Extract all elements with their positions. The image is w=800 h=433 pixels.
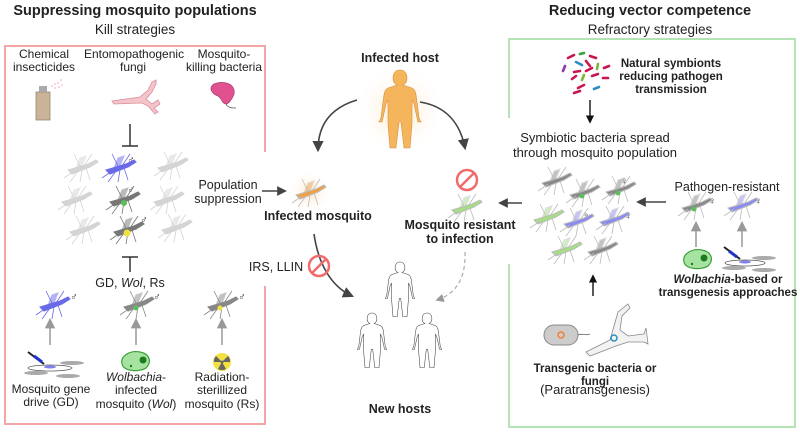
kill-method-fungi-label: Entomopathogenic fungi (84, 47, 185, 75)
mosquito-population-grid (57, 151, 193, 245)
released-mosquitoes (35, 290, 239, 320)
label-line: suppression (194, 192, 262, 206)
left-panel-subtitle: Kill strategies (94, 22, 176, 37)
label-line: transgenesis approaches (658, 286, 798, 299)
label-line: insecticides (12, 60, 76, 75)
kill-method-bacteria-label: Mosquito- killing bacteria (184, 47, 264, 75)
left-border-gap (258, 152, 272, 286)
release-gene-drive-label: Mosquito gene drive (GD) (6, 382, 96, 410)
transgenic-bacterium-icon (543, 324, 591, 346)
right-border-gap (504, 118, 516, 264)
inhibitor-label: GD, Wol, Rs (80, 276, 180, 290)
right-panel-title: Reducing vector competence (548, 3, 752, 19)
label-italic: Wol (151, 396, 173, 411)
label-italic: Wolbachia (673, 274, 731, 286)
kill-method-chemical-label: Chemical insecticides (6, 47, 82, 75)
label-part: -based or (730, 274, 783, 286)
label-part: ) (172, 396, 177, 411)
label-line: Mosquito resistant (404, 218, 516, 232)
inhibition-bar-bottom (122, 256, 138, 272)
population-suppression-label: Population suppression (188, 178, 268, 206)
label-part: - (162, 370, 167, 384)
label-line: Mosquito- (197, 47, 251, 61)
natural-symbionts-icon (561, 51, 611, 95)
pathogen-resistant-label: Pathogen-resistant (674, 180, 780, 194)
transgenesis-icon (722, 246, 776, 272)
wolbachia-cell-icon (683, 249, 712, 270)
arrow-host-to-resistant (419, 101, 469, 151)
label-line: Population (198, 178, 258, 192)
label-line: to infection (426, 232, 494, 246)
wolbachia-cell-icon (121, 351, 150, 372)
new-hosts-label: New hosts (368, 402, 432, 416)
female-symbol: ♀ (620, 176, 628, 187)
label-line: Symbiotic bacteria spread (520, 130, 670, 145)
inhibition-bar-top (122, 124, 138, 147)
irs-llin-label: IRS, LLIN (248, 260, 304, 274)
fungi-icon (111, 79, 161, 115)
male-symbol: ♂ (70, 292, 78, 303)
infected-host-figure (354, 64, 446, 156)
transgenic-fungi-icon (585, 303, 649, 357)
transgenic-label: Transgenic bacteria or fungi (533, 363, 657, 388)
release-arrows (44, 317, 228, 345)
resistant-mosquito-label: Mosquito resistant to infection (400, 218, 520, 246)
right-panel-subtitle: Refractory strategies (587, 22, 713, 37)
label-line: killing bacteria (185, 60, 263, 75)
gene-drive-icon (24, 351, 84, 378)
female-symbol: ♀ (754, 196, 762, 207)
infected-mosquito-label: Infected mosquito (264, 209, 372, 223)
symbiotic-mosquito-population (529, 166, 637, 265)
left-panel-title: Suppressing mosquito populations (13, 3, 257, 19)
female-symbol: ♀ (708, 196, 716, 207)
new-hosts-figures (356, 261, 443, 368)
infected-host-label: Infected host (361, 51, 439, 65)
label-line: mosquito (Rs) (184, 396, 260, 411)
label-line: Natural symbionts (620, 58, 722, 70)
approach-arrows (690, 220, 748, 247)
paratransgenesis-label: (Paratransgenesis) (540, 382, 650, 397)
label-line: sterillized (196, 383, 247, 398)
spread-label: Symbiotic bacteria spread through mosqui… (500, 130, 690, 160)
male-symbol: ♂ (140, 215, 148, 226)
release-radiation-label: Radiation- sterillized mosquito (Rs) (180, 370, 264, 411)
label-line: Radiation- (194, 370, 250, 384)
radiation-icon (213, 353, 231, 371)
label-line: fungi (119, 60, 147, 75)
bacterium-icon (210, 82, 237, 109)
infected-mosquito-icon (288, 170, 332, 214)
label-line: infected (114, 383, 158, 398)
approach-label: Wolbachia-based or transgenesis approach… (656, 274, 800, 300)
release-wolbachia-label: Wolbachia- infected mosquito (Wol) (90, 370, 182, 411)
label-line: reducing pathogen (619, 70, 723, 83)
male-symbol: ♂ (238, 292, 246, 303)
spray-can-icon (35, 79, 63, 121)
label-line: Mosquito gene (11, 382, 91, 396)
label-part: , Rs (142, 276, 165, 290)
label-line: transmission (635, 83, 707, 96)
natural-symbionts-label: Natural symbionts reducing pathogen tran… (616, 58, 726, 97)
label-line: Chemical (18, 47, 69, 61)
arrow-host-to-mosquito (312, 99, 358, 153)
label-part: mosquito ( (95, 396, 152, 411)
label-line: Entomopathogenic (84, 47, 185, 61)
pathogen-resistant-mosquitoes (677, 191, 759, 221)
label-line: through mosquito population (512, 144, 678, 160)
block-icon (455, 168, 479, 192)
label-line: drive (GD) (23, 395, 79, 410)
male-symbol: ♂ (127, 155, 135, 166)
label-italic: Wol (120, 276, 143, 290)
male-symbol: ♂ (153, 292, 161, 303)
arrow-resistant-to-new-hosts-dashed (435, 251, 466, 302)
irs-llin-block-icon (307, 254, 331, 278)
label-part: GD, (95, 276, 121, 290)
female-symbol: ♀ (624, 211, 632, 222)
resistant-mosquito-icon (447, 193, 483, 223)
label-italic: Wolbachia (105, 370, 163, 384)
